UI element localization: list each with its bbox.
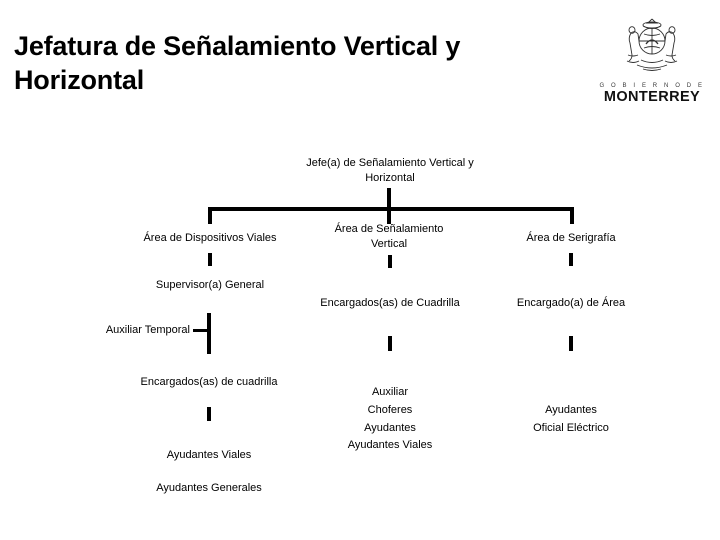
staff-item-ayudantes: Ayudantes [364, 421, 416, 434]
connector-right-staff-stem [569, 336, 573, 351]
connector-root-stem [387, 188, 391, 210]
connector-horizontal-bus [208, 207, 574, 211]
connector-middle-staff-stem [388, 336, 392, 351]
connector-bus-drop-middle [387, 207, 391, 224]
node-ayudantes-viales-left: Ayudantes Viales [166, 449, 252, 461]
staff-item-ayudantes-viales: Ayudantes Viales [347, 439, 433, 452]
staff-item-ayudantes-right: Ayudantes [545, 404, 597, 416]
connector-dispositivos-stem [208, 253, 212, 266]
node-encargado-area-right: Encargado(a) de Área [516, 297, 626, 309]
node-encargados-cuadrilla-middle: Encargados(as) de Cuadrilla [320, 297, 460, 309]
connector-serigrafia-stem [569, 253, 573, 266]
monterrey-coat-of-arms-icon [626, 18, 678, 71]
node-auxiliar-temporal: Auxiliar Temporal [105, 324, 190, 336]
node-area-senalamiento-vertical: Área de Señalamiento Vertical [334, 223, 444, 250]
staff-list-right: Ayudantes Oficial Eléctrico [491, 402, 651, 438]
connector-senalamiento-stem [388, 255, 392, 268]
connector-bus-drop-right [570, 207, 574, 224]
page-title: Jefatura de Señalamiento Vertical y Hori… [14, 31, 461, 95]
staff-item-choferes: Choferes [367, 403, 413, 416]
node-supervisor-general: Supervisor(a) General [155, 279, 265, 291]
staff-item-oficial-electrico: Oficial Eléctrico [533, 421, 609, 434]
node-area-serigrafia: Área de Serigrafía [526, 232, 616, 244]
node-area-dispositivos-viales: Área de Dispositivos Viales [143, 232, 277, 244]
connector-encargados-left-stem [207, 407, 211, 421]
logo-wordmark: MONTERREY [603, 89, 701, 105]
node-jefe-senalamiento: Jefe(a) de Señalamiento Vertical y Horiz… [306, 157, 474, 184]
connector-auxiliar-temporal-tick [193, 329, 209, 332]
monterrey-logo: G O B I E R N O D E MONTERREY [599, 16, 705, 110]
node-encargados-cuadrilla-left: Encargados(as) de cuadrilla [140, 376, 278, 388]
connector-supervisor-stem [207, 313, 211, 354]
staff-list-middle: Auxiliar Choferes Ayudantes Ayudantes Vi… [311, 384, 469, 455]
connector-bus-drop-left [208, 207, 212, 224]
logo-subtitle: G O B I E R N O D E [599, 83, 705, 89]
node-ayudantes-generales-left: Ayudantes Generales [156, 482, 262, 494]
staff-item-auxiliar: Auxiliar [371, 386, 409, 398]
